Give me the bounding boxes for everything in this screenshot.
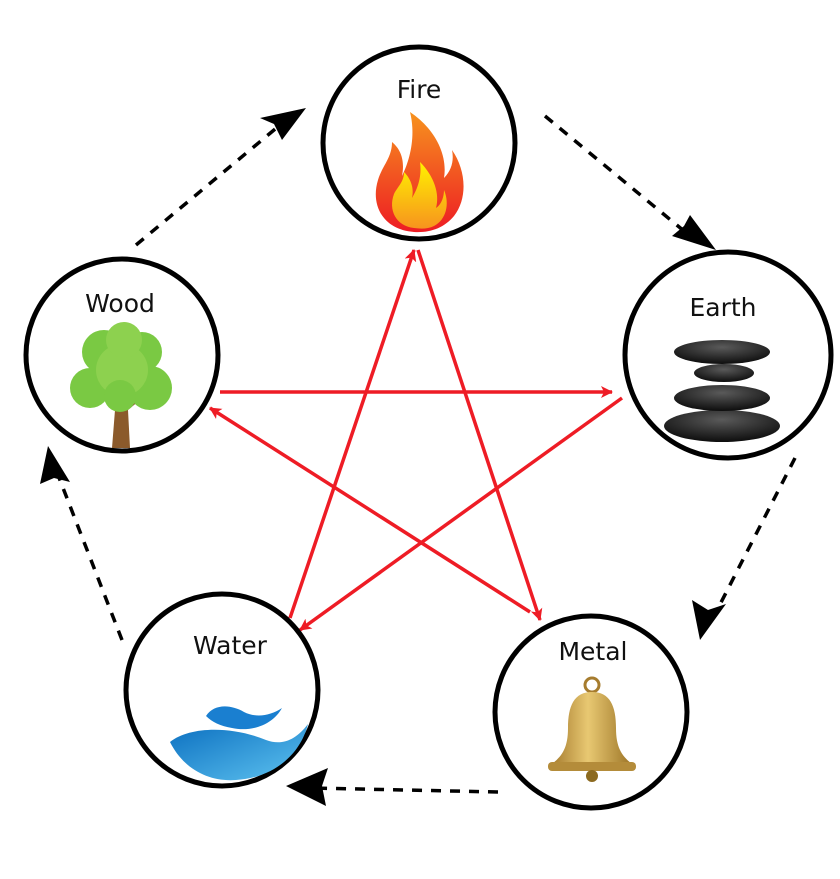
arrow-metal-to-wood [209, 406, 531, 614]
flame-icon [375, 112, 464, 233]
controlling-cycle [209, 249, 624, 632]
arrowhead-to-metal [692, 600, 726, 640]
arrow-earth-to-water [298, 396, 624, 632]
water-circle [123, 591, 321, 789]
wood-node: Wood [23, 256, 221, 454]
arrow-metal-to-water [311, 786, 499, 794]
earth-node: Earth [622, 249, 834, 461]
arrowhead-to-fire [260, 108, 306, 140]
arrow-water-to-fire [288, 249, 417, 619]
fire-label: Fire [397, 75, 442, 104]
arrowhead-to-earth [672, 215, 716, 250]
arrow-fire-to-metal [416, 249, 543, 621]
generating-arrowheads [40, 108, 726, 806]
earth-label: Earth [689, 293, 756, 322]
arrowhead-to-water [286, 768, 328, 806]
tree-icon [70, 322, 172, 448]
fire-node: Fire [320, 44, 518, 242]
water-node: Water [123, 591, 321, 789]
arrow-wood-to-fire [134, 123, 282, 247]
arrow-water-to-wood [56, 474, 124, 641]
generating-cycle [56, 114, 797, 794]
metal-label: Metal [558, 637, 627, 666]
water-label: Water [193, 631, 268, 660]
bell-icon [548, 676, 636, 782]
metal-node: Metal [492, 613, 690, 811]
arrow-earth-to-metal [710, 457, 797, 621]
arrow-fire-to-earth [543, 114, 692, 238]
wave-icon [170, 706, 308, 781]
arrowhead-to-wood [40, 446, 70, 484]
stacked-stones-icon [664, 340, 780, 442]
wood-label: Wood [85, 289, 155, 318]
